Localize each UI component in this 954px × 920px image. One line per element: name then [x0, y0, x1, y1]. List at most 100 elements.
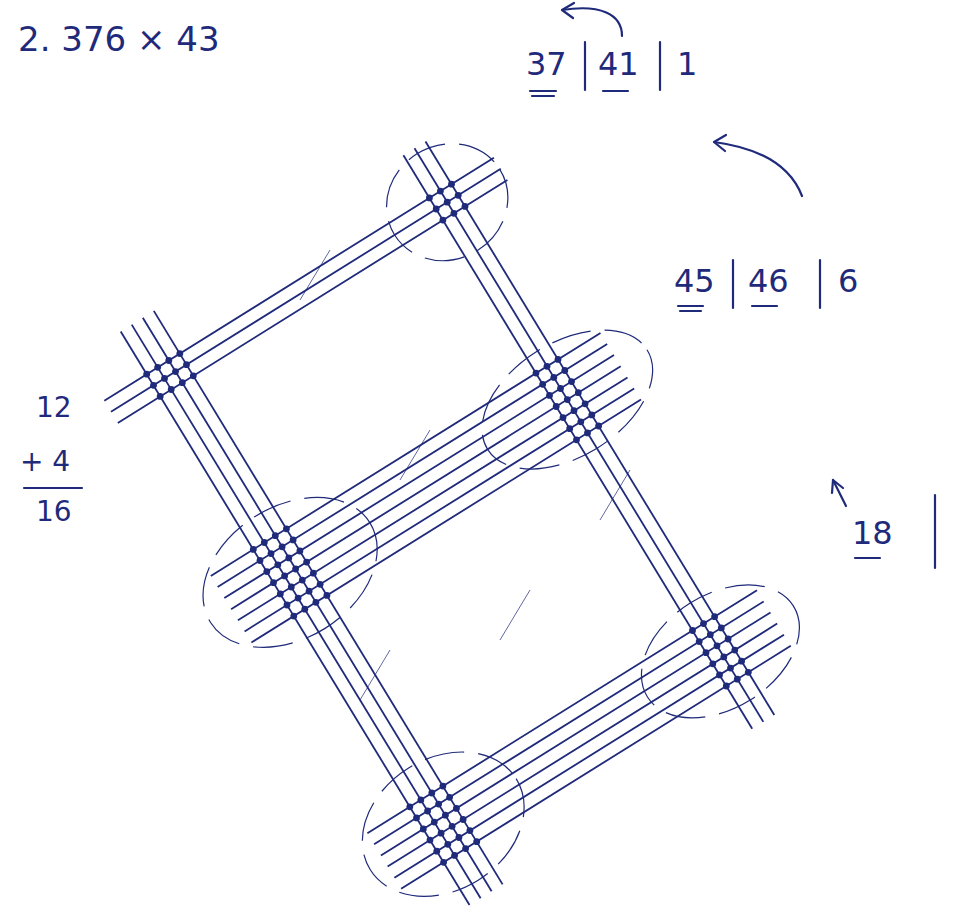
grouping-loop — [175, 467, 404, 679]
digit-line — [132, 325, 481, 899]
crossing-dot — [270, 579, 277, 586]
grouping-loop — [457, 301, 677, 497]
carry-arrow — [562, 8, 622, 36]
underline — [752, 305, 777, 307]
partial-number: 16 — [36, 498, 72, 526]
digit-line — [238, 377, 628, 620]
crossing-dot — [143, 371, 150, 378]
crossing-dot — [161, 375, 168, 382]
underline — [603, 90, 628, 92]
crossing-dot — [720, 654, 727, 661]
digit-line — [143, 318, 492, 892]
digit-line — [367, 590, 757, 833]
crossing-dot — [279, 543, 286, 550]
crossing-dot — [420, 826, 427, 833]
digit-line — [121, 332, 470, 906]
crossing-dot — [707, 631, 714, 638]
crossing-dot — [557, 385, 564, 392]
crossing-dot — [455, 192, 462, 199]
crossing-dot — [150, 382, 157, 389]
crossing-dot — [285, 555, 292, 562]
crossing-dot — [290, 613, 297, 620]
crossing-dot — [731, 647, 738, 654]
crossing-dot — [451, 852, 458, 859]
crossing-dot — [564, 396, 571, 403]
crossing-dot — [172, 368, 179, 375]
crossing-dot — [257, 557, 264, 564]
digit-line — [415, 148, 764, 722]
arrow-head — [714, 135, 726, 151]
crossing-dot — [442, 812, 449, 819]
crossing-dot — [426, 195, 433, 202]
crossing-dot — [324, 592, 331, 599]
grouping-loop — [335, 723, 551, 920]
crossing-dot — [437, 188, 444, 195]
crossing-dot — [718, 625, 725, 632]
crossing-dot — [438, 830, 445, 837]
digit-line — [381, 613, 771, 856]
crossing-dot — [313, 599, 320, 606]
crossing-dot — [446, 794, 453, 801]
hatch-stroke — [500, 590, 530, 640]
crossing-dot — [546, 392, 553, 399]
crossing-dot — [555, 356, 562, 363]
crossing-dot — [696, 638, 703, 645]
crossing-dot — [544, 363, 551, 370]
crossing-dot — [568, 378, 575, 385]
crossing-dot — [301, 606, 308, 613]
digit-line — [374, 601, 764, 844]
crossing-dot — [453, 805, 460, 812]
crossing-dot — [444, 841, 451, 848]
arrow-head — [562, 3, 574, 18]
crossing-dot — [745, 669, 752, 676]
problem-heading: 2. 376 × 43 — [18, 22, 220, 56]
crossing-dot — [306, 588, 313, 595]
column-bar — [934, 495, 936, 568]
crossing-dot — [165, 357, 172, 364]
crossing-dot — [290, 537, 297, 544]
carry-arrow — [833, 480, 846, 506]
crossing-dot — [588, 412, 595, 419]
crossing-dot — [595, 423, 602, 430]
crossing-dot — [575, 389, 582, 396]
crossing-dot — [539, 381, 546, 388]
crossing-dot — [154, 364, 161, 371]
partial-number: 37 — [526, 48, 567, 80]
crossing-dot — [462, 845, 469, 852]
crossing-dot — [711, 613, 718, 620]
crossing-dot — [190, 372, 197, 379]
crossing-dot — [738, 658, 745, 665]
crossing-dot — [299, 577, 306, 584]
crossing-dot — [317, 581, 324, 588]
crossing-dot — [413, 815, 420, 822]
underline — [678, 305, 703, 307]
crossing-dot — [263, 568, 270, 575]
crossing-dot — [449, 823, 456, 830]
digit-line — [104, 158, 494, 401]
crossing-dot — [433, 206, 440, 213]
digit-line — [154, 311, 503, 885]
digit-line — [111, 169, 501, 412]
crossing-dot — [297, 548, 304, 555]
partial-number: 41 — [598, 48, 639, 80]
digit-line — [211, 333, 601, 576]
grouping-loop — [364, 121, 530, 283]
crossing-dot — [303, 559, 310, 566]
digit-line — [251, 400, 641, 643]
digit-line — [401, 646, 791, 889]
crossing-dot — [456, 834, 463, 841]
crossing-dot — [451, 210, 458, 217]
crossing-dot — [577, 418, 584, 425]
crossing-dot — [427, 837, 434, 844]
crossing-dot — [433, 848, 440, 855]
crossing-dot — [584, 430, 591, 437]
crossing-dot — [727, 665, 734, 672]
digit-line — [218, 344, 608, 587]
partial-number: 12 — [36, 394, 72, 422]
crossing-dot — [431, 819, 438, 826]
arrow-head — [832, 480, 843, 493]
carry-arrow — [714, 142, 802, 196]
crossing-dot — [714, 642, 721, 649]
crossing-dot — [573, 436, 580, 443]
hatch-stroke — [360, 650, 390, 700]
